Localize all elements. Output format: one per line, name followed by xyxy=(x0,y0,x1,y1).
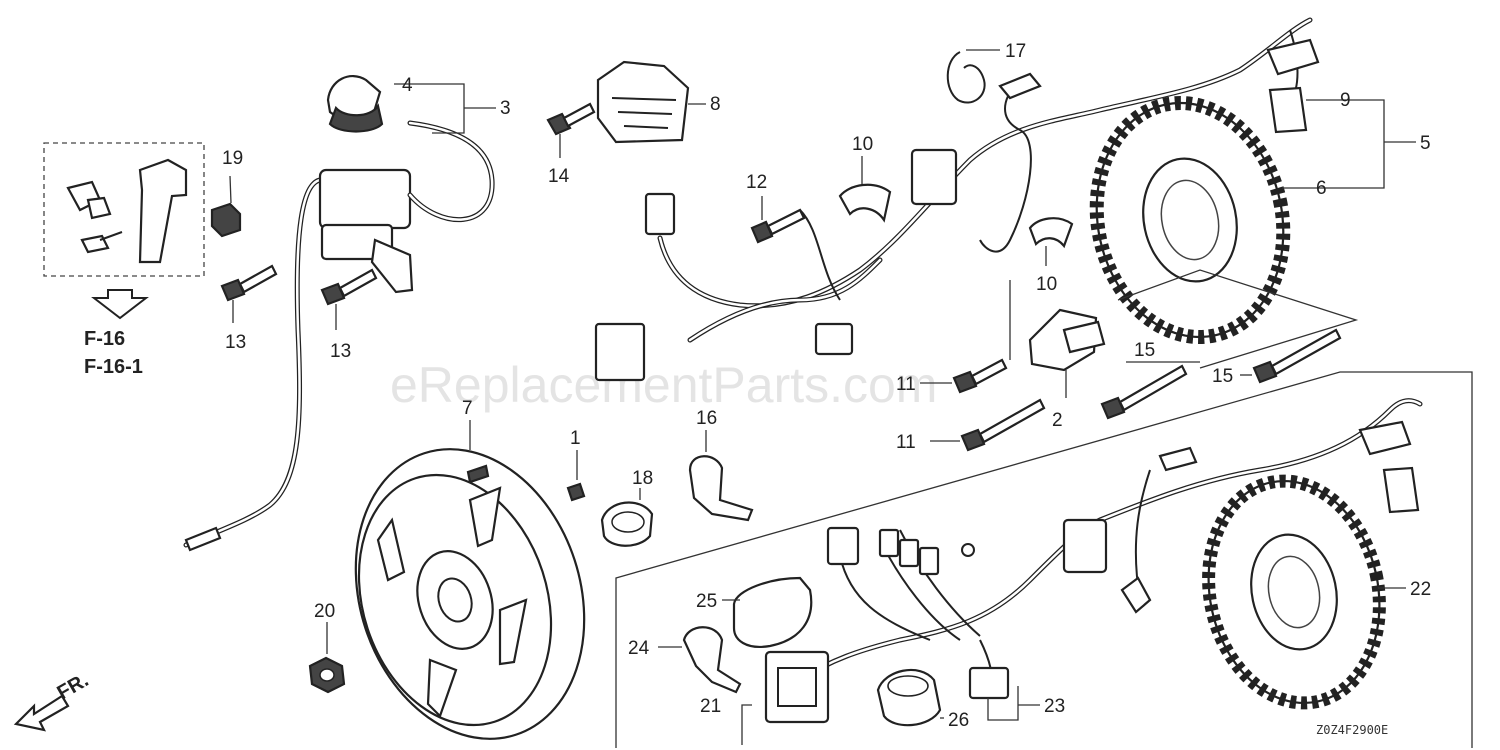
clip-part-10b xyxy=(1028,217,1074,266)
wire-clip-17 xyxy=(946,49,1000,104)
bolt-part-11b xyxy=(930,398,1046,452)
alternate-set-box xyxy=(615,371,1473,748)
upper-wire-harness xyxy=(594,17,1320,382)
clamp-part-19 xyxy=(210,175,242,238)
bolt-part-11a xyxy=(920,358,1008,394)
callout-10a: 10 xyxy=(852,134,873,155)
callout-3: 3 xyxy=(500,98,511,119)
callout-15b: 15 xyxy=(1212,366,1233,387)
callout-1: 1 xyxy=(570,428,581,449)
callout-4: 4 xyxy=(402,75,413,96)
callout-2: 2 xyxy=(1052,410,1063,431)
clip-part-24 xyxy=(658,626,742,694)
callout-8: 8 xyxy=(710,94,721,115)
connector-part-23 xyxy=(968,666,1040,721)
callout-20: 20 xyxy=(314,601,335,622)
connector-part-21 xyxy=(741,650,830,745)
spark-plug-cap xyxy=(326,74,384,133)
callout-23: 23 xyxy=(1044,696,1065,717)
bolt-part-15a xyxy=(1100,361,1200,420)
callout-24: 24 xyxy=(628,638,650,659)
reference-box xyxy=(43,142,205,277)
front-arrow-icon xyxy=(13,694,70,732)
ref-label-f16: F-16 xyxy=(84,328,125,350)
ferrite-part-26 xyxy=(876,669,944,727)
callout-11a: 11 xyxy=(896,374,916,395)
callout-12: 12 xyxy=(746,172,767,193)
clip-part-10a xyxy=(838,156,892,223)
regulator-part-8 xyxy=(596,60,706,144)
callout-13b: 13 xyxy=(330,341,351,362)
bolt-part-13b xyxy=(320,268,378,330)
callout-25: 25 xyxy=(696,591,717,612)
reference-arrow xyxy=(91,289,149,320)
bracket-part xyxy=(66,158,188,264)
callout-26: 26 xyxy=(948,710,969,731)
stator-part-6 xyxy=(1089,96,1291,344)
callout-18: 18 xyxy=(632,468,653,489)
bolt-part-13a xyxy=(220,264,278,323)
key-part-1 xyxy=(566,450,586,502)
callout-6: 6 xyxy=(1316,178,1327,199)
callout-14: 14 xyxy=(548,166,570,187)
bolt-part-15b xyxy=(1240,328,1342,384)
callout-7: 7 xyxy=(462,398,473,419)
clamp-part-18 xyxy=(600,488,654,547)
bolt-part-14 xyxy=(546,102,596,158)
stator-part-22 xyxy=(1202,474,1406,710)
callout-9: 9 xyxy=(1340,90,1351,111)
callout-21: 21 xyxy=(700,696,721,717)
callout-13a: 13 xyxy=(225,332,246,353)
ignition-coil xyxy=(183,120,495,552)
ref-label-f16-1: F-16-1 xyxy=(84,356,143,378)
bolt-part-12 xyxy=(750,196,806,244)
condenser-part-2 xyxy=(1009,280,1106,398)
tube-part-25 xyxy=(722,576,813,648)
watermark: eReplacementParts.com xyxy=(390,357,937,413)
callout-10b: 10 xyxy=(1036,274,1057,295)
callout-17: 17 xyxy=(1005,41,1026,62)
callout-11b: 11 xyxy=(896,432,916,453)
clip-part-16 xyxy=(688,430,754,522)
callout-16: 16 xyxy=(696,408,717,429)
nut-part-20 xyxy=(308,622,346,694)
callout-19: 19 xyxy=(222,148,243,169)
diagram-code: Z0Z4F2900E xyxy=(1316,723,1388,737)
flywheel-part-7 xyxy=(354,420,586,740)
callout-15a: 15 xyxy=(1134,340,1155,361)
callout-5: 5 xyxy=(1420,133,1431,154)
lower-wire-harness xyxy=(797,398,1423,687)
callout-22: 22 xyxy=(1410,579,1431,600)
